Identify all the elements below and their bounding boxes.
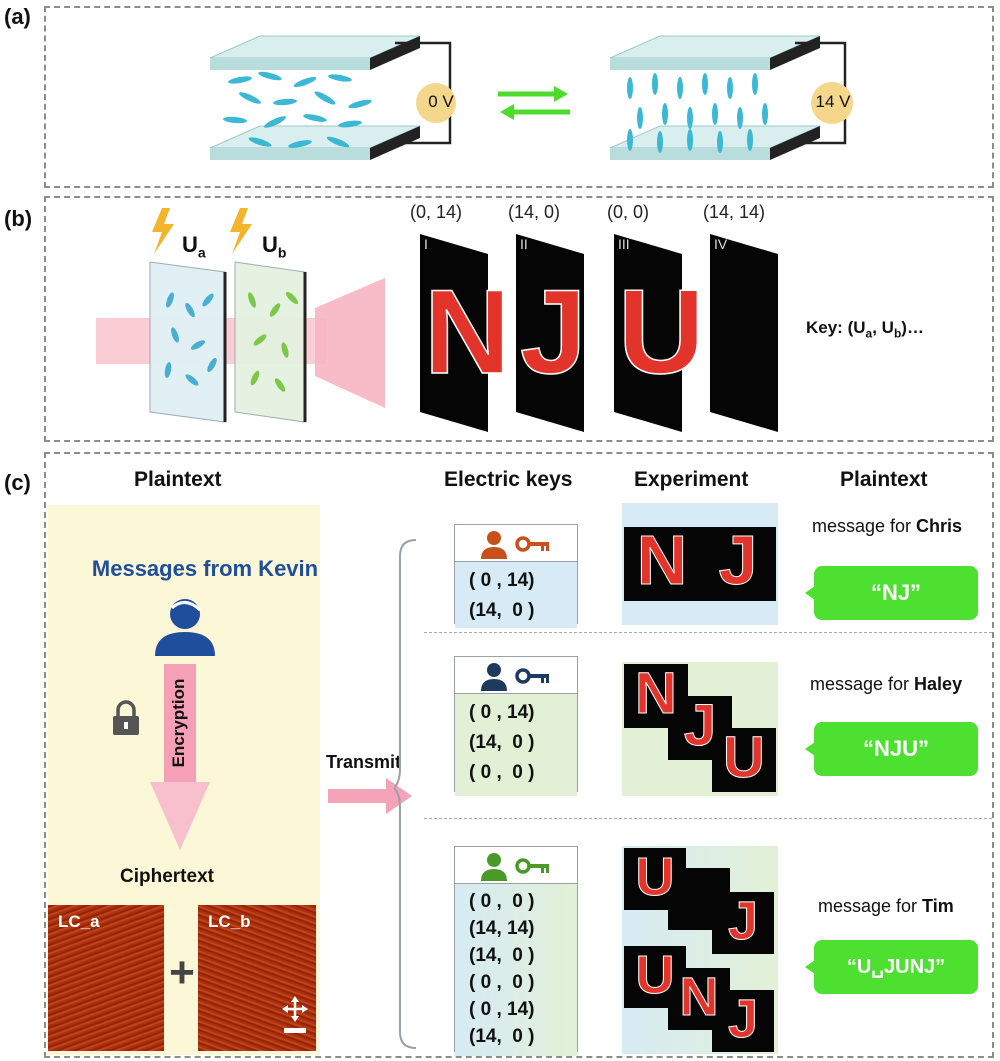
frame-letter-2: J — [519, 264, 587, 400]
frame-roman-4: IV — [714, 236, 728, 252]
row-separator-2 — [424, 818, 992, 819]
message-bubble-haley: “NJU” — [805, 722, 978, 776]
key-box-chris: ( 0 , 14) (14, 0 ) — [454, 524, 578, 628]
exp-tim-letter-3: U — [635, 945, 675, 1006]
lock-icon — [113, 700, 139, 735]
lc-a-texture — [48, 905, 164, 1051]
lightning-a-icon — [152, 208, 174, 254]
panel-a-label: (a) — [4, 4, 31, 29]
exp-haley-letter-1: N — [635, 661, 678, 727]
encryption-label: Encryption — [169, 678, 188, 768]
key-box-haley: ( 0 , 14) (14, 0 ) ( 0 , 0 ) — [454, 656, 578, 796]
frame-1 — [420, 234, 488, 432]
panel-c-frame — [44, 452, 994, 1058]
frame-3 — [614, 234, 682, 432]
exp-chris-frame-1 — [624, 527, 700, 601]
sender-title: Messages from Kevin — [91, 556, 319, 581]
frame-coord-3: (0, 0) — [607, 202, 650, 222]
lc-cell-off — [209, 35, 456, 160]
frame-coord-1: (0, 14) — [410, 202, 463, 222]
frame-coord-4: (14, 14) — [703, 202, 766, 222]
frame-coord-2: (14, 0) — [508, 202, 561, 222]
frame-roman-2: II — [520, 236, 528, 252]
exp-chris-letter-2: J — [718, 521, 758, 600]
lightning-b-icon — [230, 208, 252, 254]
lc-b-texture — [198, 905, 316, 1051]
frame-roman-3: III — [618, 236, 630, 252]
haley-user-key-icon — [481, 663, 549, 691]
experiment-header: Experiment — [634, 468, 749, 491]
exp-haley-letter-3: U — [723, 725, 766, 791]
message-line-chris: message for Chris — [812, 516, 963, 536]
lc-b-label: LC_b — [208, 912, 251, 931]
row-separator-1 — [424, 632, 992, 633]
frame-letter-3: U — [617, 264, 705, 400]
exp-haley-letter-2: J — [683, 693, 717, 759]
electric-keys-header: Electric keys — [444, 468, 573, 491]
message-bubble-tim: “U␣JUNJ” — [805, 940, 978, 994]
exp-tim-letter-5: J — [727, 989, 759, 1050]
transmit-label: Transmit — [326, 752, 402, 772]
voltage-off-label: 0 V — [428, 92, 454, 111]
exp-tim-letter-2: J — [727, 891, 759, 952]
chris-user-key-icon — [481, 531, 549, 559]
output-frames — [420, 234, 778, 432]
key-list-chris: ( 0 , 14) (14, 0 ) — [455, 562, 577, 628]
recipient-brace — [394, 539, 417, 1049]
frame-4 — [710, 234, 778, 432]
message-line-tim: message for Tim — [818, 896, 954, 916]
panel-b-frame — [44, 196, 994, 442]
key-list-tim: ( 0 , 0 ) (14, 14) (14, 0 ) ( 0 , 0 ) ( … — [455, 884, 577, 1056]
dual-lc-setup — [96, 208, 385, 423]
exp-tim-letter-1: U — [635, 847, 675, 908]
sender-user-icon — [155, 599, 215, 656]
exp-haley-frame-3 — [712, 728, 776, 792]
exp-chris-frame-2 — [700, 527, 776, 601]
lc-cell-diagram — [209, 35, 853, 160]
lc-a-label: LC_a — [58, 912, 100, 931]
plaintext-left-header: Plaintext — [134, 468, 222, 491]
plus-sign: + — [169, 948, 195, 997]
tim-user-key-icon — [481, 853, 549, 881]
key-legend: Key: (Ua, Ub)… — [806, 318, 924, 341]
panel-b-label: (b) — [4, 206, 33, 231]
exp-chris-letter-1: N — [636, 521, 688, 600]
key-list-haley: ( 0 , 14) (14, 0 ) ( 0 , 0 ) — [455, 694, 577, 796]
exp-tim-frame-3 — [712, 892, 774, 954]
voltage-ua-label: Ua — [182, 232, 206, 261]
exp-tim-frame-6 — [712, 990, 774, 1052]
encryption-arrow — [150, 664, 210, 850]
ciphertext-label: Ciphertext — [120, 866, 214, 887]
message-line-haley: message for Haley — [810, 674, 963, 694]
message-bubble-chris: “NJ” — [805, 566, 978, 620]
lc-cell-on — [609, 35, 853, 160]
frame-letter-1: N — [423, 264, 511, 400]
frame-2 — [516, 234, 584, 432]
plaintext-right-header: Plaintext — [840, 468, 928, 491]
panel-c-label: (c) — [4, 470, 31, 495]
voltage-on-label: 14 V — [815, 92, 851, 111]
switch-arrows-icon — [498, 86, 570, 120]
voltage-ub-label: Ub — [262, 232, 287, 261]
key-box-tim: ( 0 , 0 ) (14, 14) (14, 0 ) ( 0 , 0 ) ( … — [454, 846, 578, 1056]
polarizer-cross-icon — [282, 996, 308, 1033]
exp-tim-letter-4: N — [679, 967, 719, 1028]
frame-roman-1: I — [424, 236, 428, 252]
panel-a-frame — [44, 6, 994, 188]
